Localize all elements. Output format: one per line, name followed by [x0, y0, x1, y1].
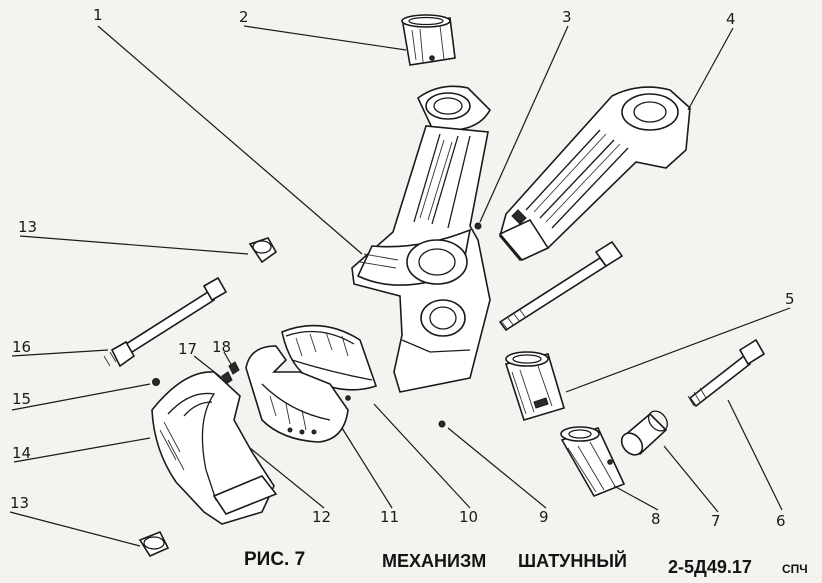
part-4-articulated-rod: [498, 86, 691, 261]
callout-9: 9: [539, 508, 549, 526]
callout-18: 18: [212, 338, 231, 356]
callout-2: 2: [239, 8, 249, 26]
part-3-pin: [474, 222, 482, 230]
part-11-bearing-shell: [245, 345, 349, 443]
callout-14: 14: [12, 444, 31, 462]
caption-word-2: ШАТУННЫЙ: [518, 550, 627, 571]
part-1-connecting-rod: [351, 85, 491, 393]
part-14-cap: [151, 371, 278, 525]
callout-5: 5: [785, 290, 795, 308]
part-7-bushing: [620, 410, 669, 456]
callout-12: 12: [312, 508, 331, 526]
leader-lines: [9, 25, 791, 547]
part-13-plug-top: [248, 237, 278, 264]
callout-7: 7: [711, 512, 721, 530]
part-5-bushing: [504, 351, 565, 421]
callout-6: 6: [776, 512, 786, 530]
callout-8: 8: [651, 510, 661, 528]
callout-1: 1: [93, 6, 103, 24]
callout-4: 4: [726, 10, 736, 28]
caption-word-1: МЕХАНИЗМ: [382, 551, 486, 571]
part-stud-centre: [498, 240, 624, 332]
part-6-stud: [687, 338, 766, 408]
callout-13-top: 13: [18, 218, 37, 236]
callout-3: 3: [562, 8, 572, 26]
callout-13-bottom: 13: [10, 494, 29, 512]
callout-11: 11: [380, 508, 399, 526]
figure-title: РИС. 7: [244, 549, 305, 570]
callout-15: 15: [12, 390, 31, 408]
part-8-sleeve: [560, 426, 626, 498]
part-2-bushing: [401, 14, 456, 66]
callout-10: 10: [459, 508, 478, 526]
part-13-plug-bottom: [138, 530, 170, 558]
drawing-code-suffix: СПЧ: [782, 562, 808, 576]
callout-16: 16: [12, 338, 31, 356]
part-16-bolt: [103, 276, 228, 368]
caption: РИС. 7 МЕХАНИЗМ ШАТУННЫЙ 2-5Д49.17 СПЧ: [244, 549, 808, 577]
callout-labels: 1 2 3 4 5 6 7 8 9 10 11 12 13 13 14 15 1…: [10, 6, 795, 530]
part-15-plug: [152, 378, 160, 386]
drawing-code: 2-5Д49.17: [668, 557, 752, 577]
callout-17: 17: [178, 340, 197, 358]
part-9-pin: [438, 420, 446, 428]
